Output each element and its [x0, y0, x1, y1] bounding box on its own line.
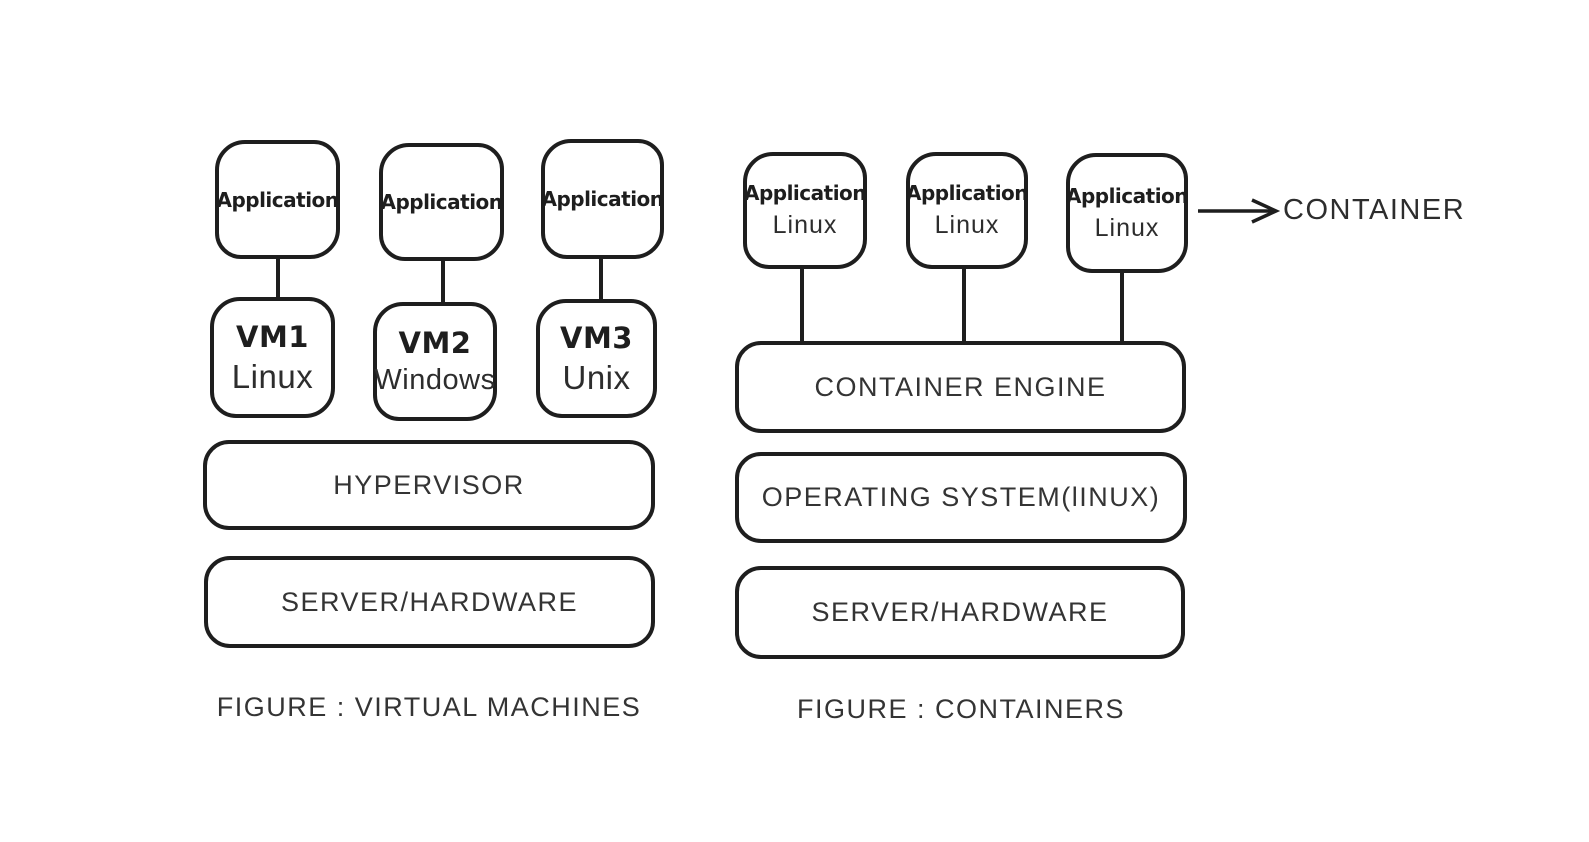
- vm2-box: VM2 Windows: [373, 302, 497, 421]
- application-label: Application: [541, 187, 664, 211]
- application-label: Application: [216, 187, 339, 212]
- operating-system-layer: OPERATING SYSTEM(lINUX): [735, 452, 1187, 543]
- hypervisor-label: HYPERVISOR: [333, 469, 525, 500]
- application-label: Application: [1065, 183, 1189, 208]
- container-engine-label: CONTAINER ENGINE: [814, 371, 1107, 402]
- server-hardware-label: SERVER/HARDWARE: [811, 597, 1109, 627]
- vm1-box: VM1 Linux: [210, 297, 335, 418]
- application-label: Application: [905, 181, 1029, 205]
- application-os: Linux: [772, 211, 838, 239]
- vm-os: Windows: [374, 364, 496, 396]
- vm-name: VM1: [236, 319, 309, 354]
- server-hardware-label: SERVER/HARDWARE: [280, 586, 579, 617]
- vm-application-box-3: Application: [541, 139, 664, 259]
- application-label: Application: [380, 190, 503, 214]
- container-server-hardware-layer: SERVER/HARDWARE: [735, 566, 1185, 659]
- vm-server-hardware-layer: SERVER/HARDWARE: [204, 556, 655, 648]
- vm-application-box-1: Application: [215, 140, 340, 259]
- hypervisor-layer: HYPERVISOR: [203, 440, 655, 530]
- container-application-box-3: Application Linux: [1065, 153, 1189, 273]
- container-application-box-1: Application Linux: [743, 152, 867, 269]
- vm-name: VM3: [560, 320, 633, 355]
- container-arrow: [1198, 198, 1281, 224]
- vm-name: VM2: [398, 326, 472, 360]
- container-figure-caption: FIGURE : CONTAINERS: [796, 694, 1126, 724]
- container-annotation-label: CONTAINER: [1283, 194, 1466, 226]
- application-label: Application: [743, 181, 867, 205]
- vm-os: Unix: [562, 358, 631, 396]
- operating-system-label: OPERATING SYSTEM(lINUX): [761, 482, 1161, 512]
- container-engine-layer: CONTAINER ENGINE: [735, 341, 1186, 433]
- vm-os: Linux: [231, 357, 314, 395]
- vm-application-box-2: Application: [379, 143, 504, 261]
- container-application-box-2: Application Linux: [905, 152, 1029, 269]
- vm-figure-caption: FIGURE : VIRTUAL MACHINES: [216, 692, 642, 722]
- vm3-box: VM3 Unix: [536, 299, 657, 418]
- application-os: Linux: [1094, 213, 1160, 242]
- application-os: Linux: [934, 211, 1000, 239]
